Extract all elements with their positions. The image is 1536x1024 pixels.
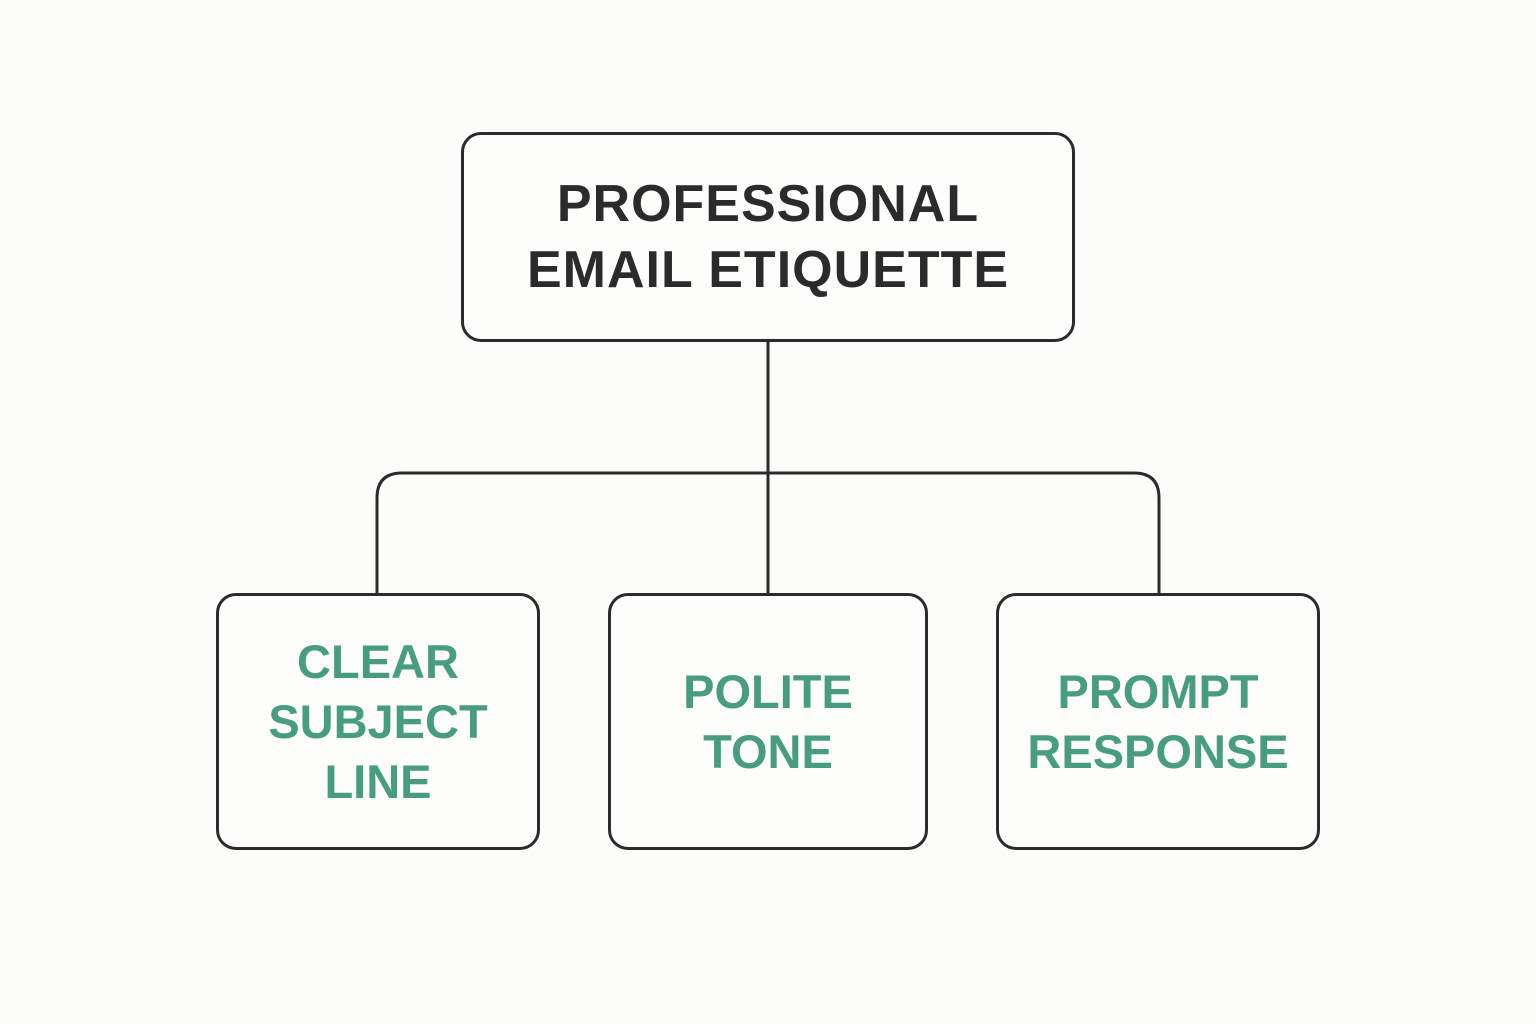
root-node-label: PROFESSIONAL EMAIL ETIQUETTE xyxy=(526,175,1010,299)
root-node-professional-email-etiquette: PROFESSIONAL EMAIL ETIQUETTE xyxy=(461,132,1075,342)
branch-line xyxy=(375,471,1161,593)
child-node-label: PROMPT RESPONSE xyxy=(1027,664,1289,778)
child-node-label: POLITE TONE xyxy=(683,664,853,778)
child-node-prompt-response: PROMPT RESPONSE xyxy=(996,593,1320,850)
child-node-label: CLEAR SUBJECT LINE xyxy=(268,634,488,808)
child-node-clear-subject-line: CLEAR SUBJECT LINE xyxy=(216,593,540,850)
child-node-polite-tone: POLITE TONE xyxy=(608,593,928,850)
